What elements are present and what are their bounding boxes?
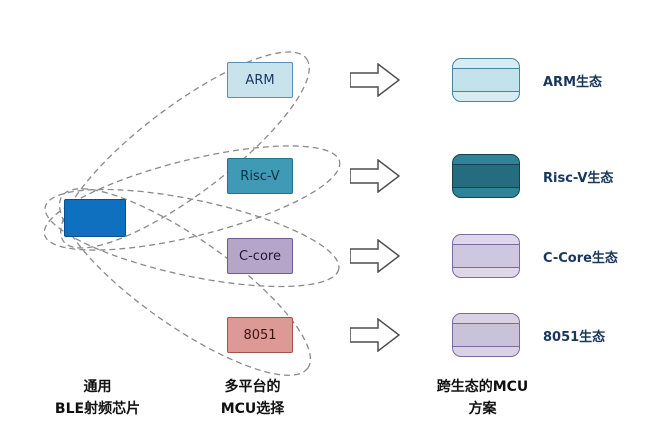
eco-box-band bbox=[453, 244, 519, 268]
caption-line: 通用 bbox=[83, 379, 112, 395]
mcu-option-label: C-core bbox=[239, 248, 281, 264]
eco-box-riscv bbox=[452, 154, 520, 198]
flow-arrow-icon bbox=[350, 318, 400, 352]
grouping-ellipse-riscv bbox=[43, 145, 341, 251]
eco-box-band bbox=[453, 92, 519, 101]
eco-label-arm: ARM生态 bbox=[543, 75, 603, 90]
eco-label-ccore: C-Core生态 bbox=[543, 251, 618, 266]
eco-box-band bbox=[453, 68, 519, 92]
eco-box-arm bbox=[452, 58, 520, 102]
caption-cross-eco-mcu: 跨生态的MCU 方案 bbox=[395, 376, 570, 420]
mcu-option-box-ccore: C-core bbox=[227, 238, 293, 274]
eco-box-band bbox=[453, 347, 519, 356]
grouping-ellipse-arm bbox=[60, 51, 310, 249]
eco-box-8051 bbox=[452, 313, 520, 357]
mcu-option-box-arm: ARM bbox=[227, 62, 293, 98]
eco-box-ccore bbox=[452, 234, 520, 278]
flow-arrow-icon bbox=[350, 63, 400, 97]
eco-box-band bbox=[453, 235, 519, 244]
caption-multi-platform-mcu: 多平台的 MCU选择 bbox=[180, 376, 325, 420]
grouping-ellipse-8051 bbox=[58, 188, 312, 376]
eco-box-band bbox=[453, 188, 519, 197]
flow-arrow-icon bbox=[350, 239, 400, 273]
eco-box-band bbox=[453, 164, 519, 188]
caption-line: 跨生态的MCU bbox=[436, 379, 529, 395]
flow-arrow-icon bbox=[350, 159, 400, 193]
grouping-ellipse-ccore bbox=[44, 188, 340, 288]
caption-line: 多平台的 bbox=[224, 379, 281, 395]
caption-line: BLE射频芯片 bbox=[54, 401, 141, 417]
caption-line: 方案 bbox=[468, 401, 497, 417]
eco-box-band bbox=[453, 268, 519, 277]
mcu-option-box-8051: 8051 bbox=[227, 317, 293, 353]
eco-box-band bbox=[453, 155, 519, 164]
eco-label-riscv: Risc-V生态 bbox=[543, 171, 614, 186]
caption-line: MCU选择 bbox=[220, 401, 285, 417]
mcu-option-label: ARM bbox=[245, 72, 275, 88]
caption-generic-ble-chip: 通用 BLE射频芯片 bbox=[15, 376, 180, 420]
ble-chip-box bbox=[64, 199, 126, 237]
mcu-option-label: Risc-V bbox=[240, 168, 280, 184]
mcu-option-label: 8051 bbox=[243, 327, 277, 343]
eco-box-band bbox=[453, 59, 519, 68]
eco-box-band bbox=[453, 314, 519, 323]
eco-label-8051: 8051生态 bbox=[543, 330, 606, 345]
eco-box-band bbox=[453, 323, 519, 347]
mcu-option-box-riscv: Risc-V bbox=[227, 158, 293, 194]
